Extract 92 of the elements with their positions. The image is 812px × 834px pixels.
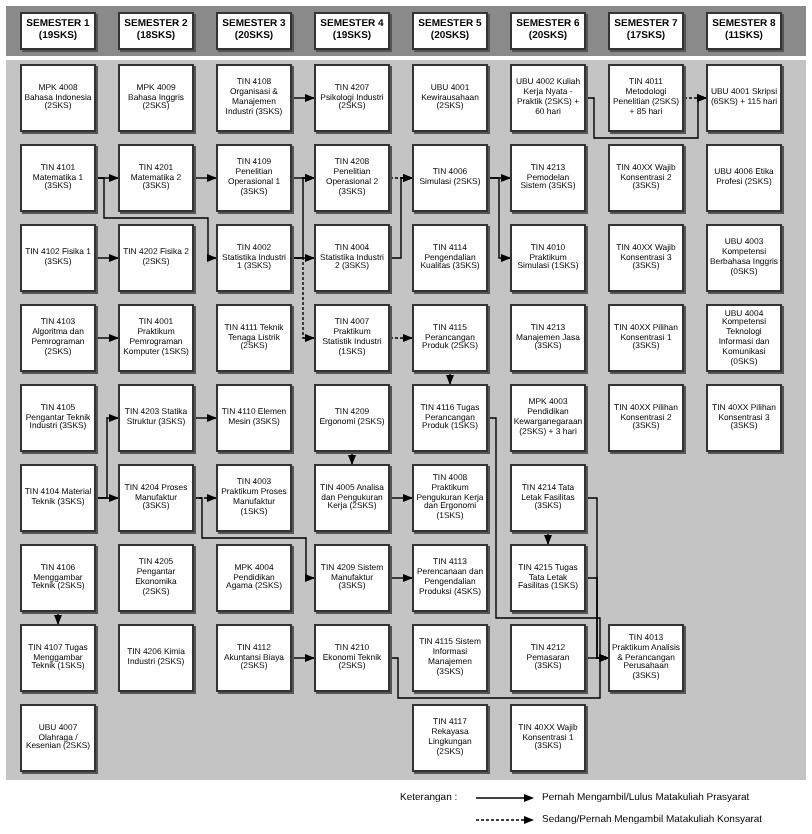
- course-box: [608, 64, 684, 132]
- arrow: [389, 654, 609, 699]
- course-box: [118, 464, 194, 532]
- course-box: [118, 384, 194, 452]
- course-box: [314, 384, 390, 452]
- course-box: [216, 624, 292, 692]
- course-box: [412, 144, 488, 212]
- arrow: [54, 611, 62, 625]
- course-box: [20, 64, 96, 132]
- course-box: [20, 384, 96, 452]
- course-box: [412, 224, 488, 292]
- course-box: [412, 704, 488, 772]
- course-box: [706, 224, 782, 292]
- arrow: [446, 371, 454, 385]
- course-box: [314, 144, 390, 212]
- course-box: [608, 304, 684, 372]
- arrow: [291, 254, 315, 262]
- arrow: [348, 451, 356, 465]
- course-box: [20, 464, 96, 532]
- course-box: [510, 384, 586, 452]
- course-box: [314, 64, 390, 132]
- arrow: [193, 414, 217, 422]
- semester-header: [510, 12, 586, 50]
- course-box: [20, 704, 96, 772]
- arrow: [389, 334, 413, 342]
- arrow: [389, 174, 413, 259]
- course-box: [510, 304, 586, 372]
- course-box: [20, 624, 96, 692]
- semester-header: [216, 12, 292, 50]
- course-box: [706, 64, 782, 132]
- course-box: [706, 304, 782, 372]
- arrow: [683, 94, 707, 102]
- course-box: [314, 624, 390, 692]
- course-box: [706, 144, 782, 212]
- arrow: [193, 174, 217, 182]
- course-box: [608, 384, 684, 452]
- course-box: [510, 144, 586, 212]
- course-box: [118, 224, 194, 292]
- arrow: [95, 177, 217, 262]
- course-box: [412, 384, 488, 452]
- arrow: [193, 497, 315, 582]
- course-box: [510, 464, 586, 532]
- course-box: [20, 224, 96, 292]
- semester-header: [314, 12, 390, 50]
- arrow: [291, 94, 315, 102]
- semester-header: [20, 12, 96, 50]
- semester-header: [412, 12, 488, 50]
- course-box: [216, 384, 292, 452]
- course-box: [608, 224, 684, 292]
- course-box: [412, 464, 488, 532]
- arrow: [95, 254, 119, 262]
- course-box: [412, 64, 488, 132]
- course-box: [216, 304, 292, 372]
- course-box: [412, 624, 488, 692]
- course-box: [510, 704, 586, 772]
- course-box: [412, 304, 488, 372]
- course-box: [510, 544, 586, 612]
- arrow: [389, 494, 413, 502]
- course-box: [314, 224, 390, 292]
- course-box: [216, 464, 292, 532]
- course-box: [118, 624, 194, 692]
- semester-header: [706, 12, 782, 50]
- course-box: [412, 544, 488, 612]
- arrow: [291, 654, 315, 662]
- course-box: [216, 224, 292, 292]
- course-box: [20, 144, 96, 212]
- semester-header: [608, 12, 684, 50]
- course-box: [706, 384, 782, 452]
- course-box: [118, 64, 194, 132]
- course-box: [216, 64, 292, 132]
- arrow: [291, 257, 315, 342]
- arrow: [544, 531, 552, 545]
- course-box: [314, 544, 390, 612]
- course-box: [510, 624, 586, 692]
- arrow: [389, 574, 413, 582]
- course-box: [118, 304, 194, 372]
- course-box: [118, 144, 194, 212]
- course-box: [314, 304, 390, 372]
- arrow: [487, 177, 511, 262]
- course-box: [510, 64, 586, 132]
- course-box: [216, 544, 292, 612]
- course-box: [608, 144, 684, 212]
- course-box: [216, 144, 292, 212]
- semester-header: [118, 12, 194, 50]
- course-box: [608, 624, 684, 692]
- course-box: [20, 544, 96, 612]
- course-box: [20, 304, 96, 372]
- arrow: [95, 494, 119, 502]
- course-box: [118, 544, 194, 612]
- arrow: [95, 334, 119, 342]
- course-box: [314, 464, 390, 532]
- course-box: [510, 224, 586, 292]
